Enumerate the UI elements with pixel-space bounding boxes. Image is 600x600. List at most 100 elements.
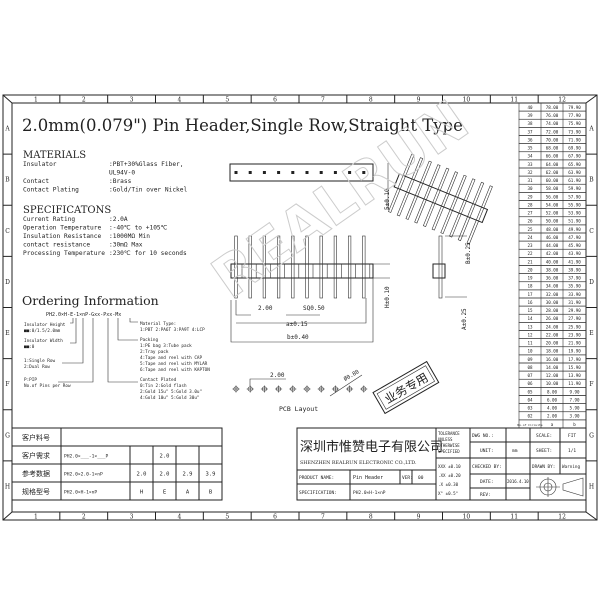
tolerance-value: XXX ±0.10 xyxy=(438,464,461,469)
materials-heading: MATERIALS xyxy=(23,150,86,161)
table-cell: 40.00 xyxy=(546,259,559,264)
spec-label: contact resistance xyxy=(23,242,90,249)
table-cell: 55.90 xyxy=(568,202,581,207)
unit-value: mm xyxy=(512,449,518,454)
row-cell: A xyxy=(186,490,190,496)
table-cell: 39.90 xyxy=(568,267,581,272)
connector-drawing xyxy=(229,153,493,397)
ver-value: 00 xyxy=(418,475,424,481)
pitch-dim: 2.00 xyxy=(258,305,273,312)
pcb-layout-label: PCB Layout xyxy=(279,405,318,413)
column-label-bottom: 10 xyxy=(463,514,471,521)
table-cell: 45.90 xyxy=(568,243,581,248)
ordering-option: 2:Gold 15u" 5:Gold 3.0u" xyxy=(140,389,202,395)
ordering-option: 6:Tape and reel with KAPTON xyxy=(140,367,210,373)
table-cell: 50.00 xyxy=(546,219,559,224)
table-cell: 61.90 xyxy=(568,178,581,183)
table-cell: 05 xyxy=(527,389,533,394)
table-cell: 49.90 xyxy=(568,227,581,232)
business-stamp: 业务专用 xyxy=(372,360,440,415)
spec-label: Operation Temperature xyxy=(23,225,102,232)
table-cell: 23.90 xyxy=(568,332,581,337)
tolerance-value: .X ±0.30 xyxy=(438,482,459,487)
dim-line xyxy=(249,378,286,386)
side-pin xyxy=(438,235,443,299)
table-cell: 24.00 xyxy=(546,324,559,329)
table-cell: 71.90 xyxy=(568,137,581,142)
table-cell: 04 xyxy=(527,397,533,402)
pin-square xyxy=(262,171,266,174)
lower-pin-dim: A±0.25 xyxy=(461,308,468,330)
spec-label: Current Rating xyxy=(23,216,75,223)
table-cell: 13 xyxy=(527,324,533,329)
row-cell: 2.9 xyxy=(183,472,193,478)
title-block: 深圳市惟赞电子有限公司 SHENZHEN REALRUN ELECTRONIC … xyxy=(296,427,587,501)
tolerance-heading: TOLERANCE xyxy=(438,431,460,436)
tolerance-value: .XX ±0.20 xyxy=(438,473,461,478)
iso-pin xyxy=(405,160,432,220)
ordering-note: ■■:0 xyxy=(24,344,35,350)
scale-label: SCALE: xyxy=(536,433,552,439)
table-cell: 51.90 xyxy=(568,219,581,224)
pcb-hole-icon xyxy=(360,385,368,393)
column-label-bottom: 12 xyxy=(558,514,566,521)
row-label-left: G xyxy=(5,432,10,439)
b-dim: b±0.40 xyxy=(287,334,309,341)
drawn-by-value: Warning xyxy=(562,464,581,470)
dwg-no-label: DWG NO.: xyxy=(472,433,494,439)
table-cell: 25.90 xyxy=(568,324,581,329)
pcb-hole-icon xyxy=(246,385,254,393)
table-cell: 20.00 xyxy=(546,341,559,346)
table-cell: 18 xyxy=(527,284,533,289)
table-cell: 35.90 xyxy=(568,284,581,289)
table-cell: 14.00 xyxy=(546,365,559,370)
pcb-hole-icon xyxy=(317,385,325,393)
table-cell: 11 xyxy=(527,341,533,346)
table-cell: 79.90 xyxy=(568,105,581,110)
company-name-cn: 深圳市惟赞电子有限公司 xyxy=(300,439,443,455)
table-cell: 17.90 xyxy=(568,357,581,362)
ordering-option: Contact Plated xyxy=(140,377,177,383)
table-row: 13 24.00 25.90 xyxy=(518,322,587,331)
column-label-bottom: 3 xyxy=(130,514,134,521)
table-cell: 29.90 xyxy=(568,308,581,313)
ordering-option: 1:PBT 2:PA6T 3:PA9T 4:LCP xyxy=(140,327,205,333)
spec-value: :1000MΩ Min xyxy=(109,233,150,240)
rev-label: REV: xyxy=(480,492,491,498)
projection-symbol-icon xyxy=(536,477,584,497)
table-cell: 77.90 xyxy=(568,113,581,118)
pin-square xyxy=(333,171,337,174)
table-cell: 3.90 xyxy=(569,414,580,419)
table-cell: 24 xyxy=(527,235,533,240)
table-cell: 54.00 xyxy=(546,202,559,207)
table-cell: 62.00 xyxy=(546,170,559,175)
column-label-top: 4 xyxy=(178,97,182,104)
column-label-bottom: 4 xyxy=(178,514,182,521)
table-cell: 22 xyxy=(527,251,533,256)
table-cell: 11.90 xyxy=(568,381,581,386)
row-label-left: D xyxy=(5,279,10,286)
table-cell: 63.90 xyxy=(568,170,581,175)
table-cell: 09 xyxy=(527,357,533,362)
iso-pin xyxy=(414,164,441,224)
scale-value: FIT xyxy=(568,433,576,439)
iso-pin xyxy=(396,157,424,217)
table-cell: 7.90 xyxy=(569,397,580,402)
table-cell: 12 xyxy=(527,332,533,337)
material-value: :PBT+30%Glass Fiber, xyxy=(109,161,184,168)
table-cell: 67.90 xyxy=(568,154,581,159)
row-label-right: B xyxy=(589,177,594,184)
row-label-right: D xyxy=(589,279,594,286)
upper-pin-dim: B±0.25 xyxy=(465,242,472,264)
